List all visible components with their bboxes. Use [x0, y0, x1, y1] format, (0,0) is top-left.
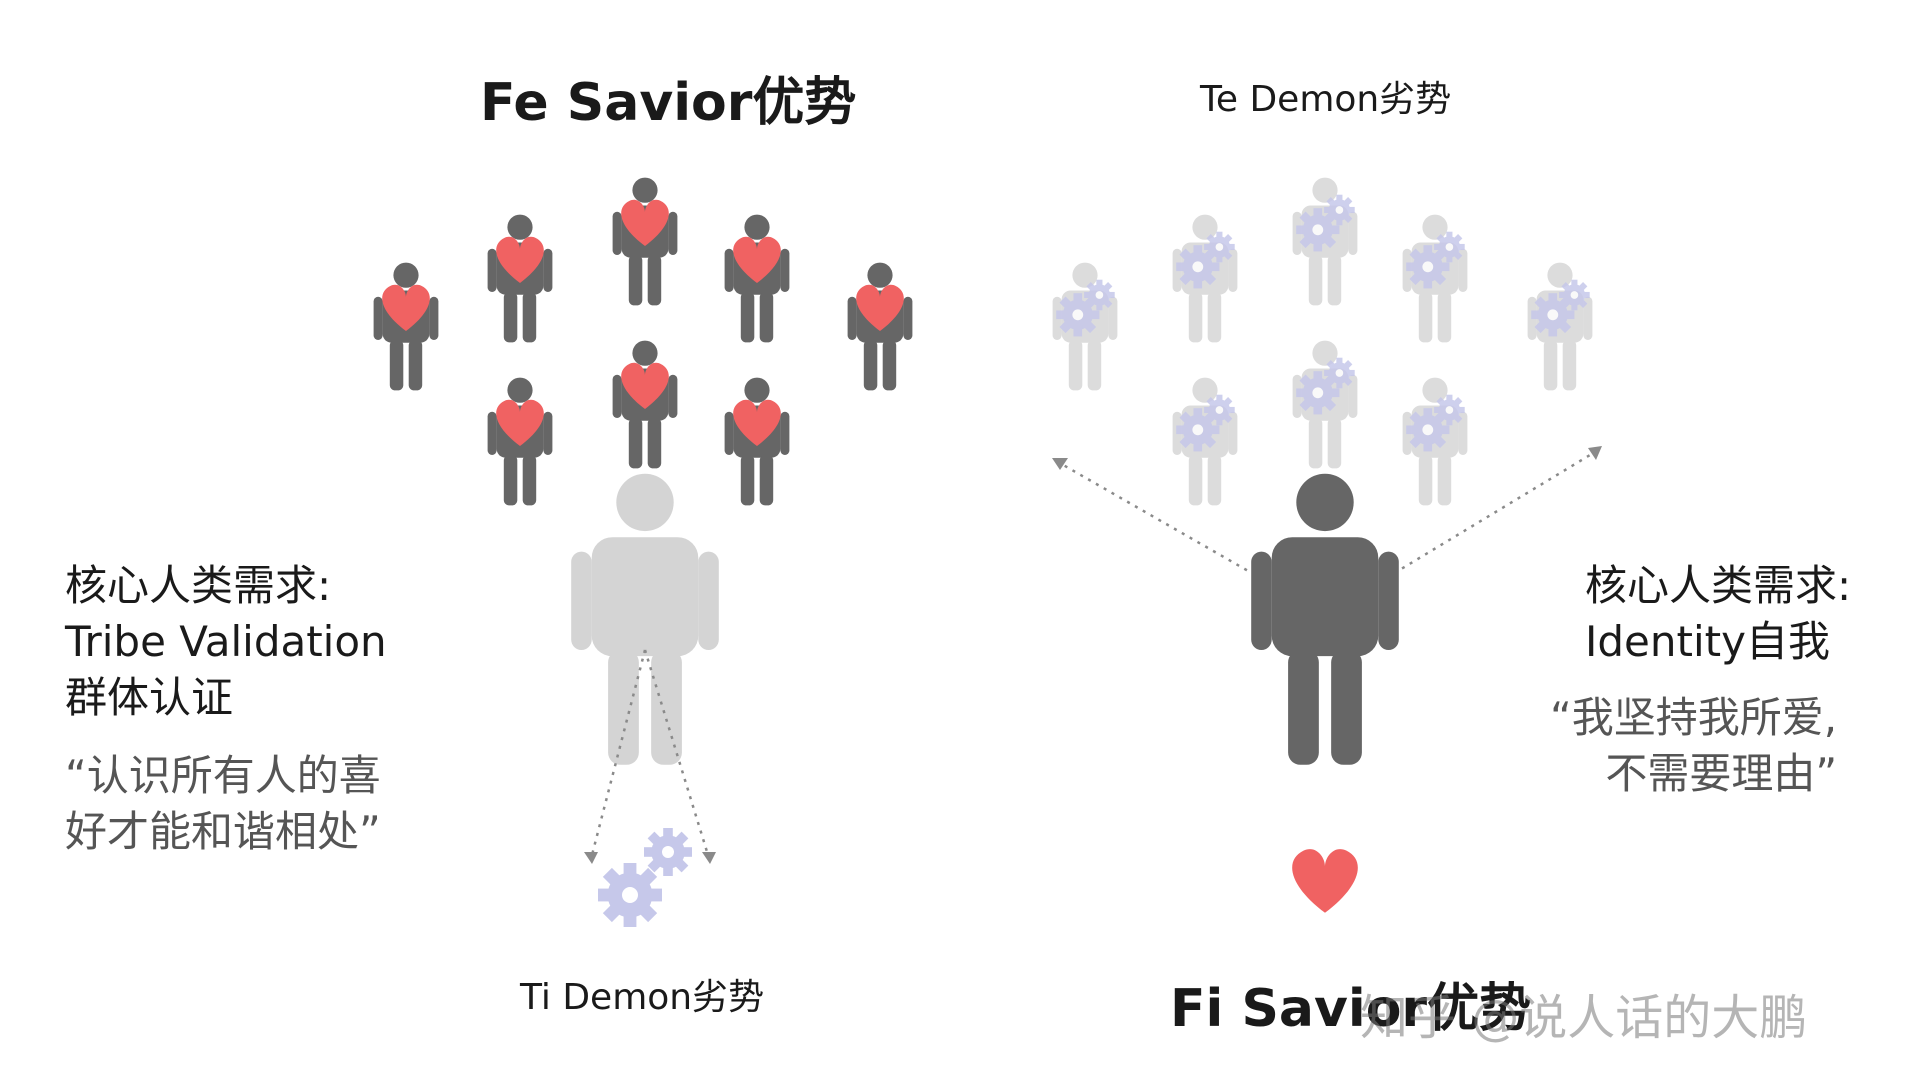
fi-savior-label: Fi Savior优势	[1170, 979, 1532, 1039]
heart-icon	[1292, 849, 1358, 913]
fe-crowd	[373, 177, 913, 506]
crowd-person	[1292, 177, 1358, 306]
crowd-person	[724, 214, 790, 343]
ti-demon-label: Ti Demon劣势	[520, 977, 765, 1018]
arrow-head-icon	[1588, 446, 1602, 460]
crowd-person	[487, 377, 553, 506]
crowd-person	[373, 262, 439, 391]
fi-person-figure	[1251, 473, 1399, 765]
need-english: Tribe Validation	[65, 617, 387, 666]
arrow-head-icon	[584, 852, 598, 864]
crowd-person	[1402, 377, 1468, 506]
te-demon-title: Te Demon劣势	[1200, 79, 1452, 120]
right-need-block: 核心人类需求: Identity自我	[1585, 558, 1851, 670]
arrow-head-icon	[1052, 458, 1068, 470]
left-quote-line-2: 好才能和谐相处”	[65, 807, 381, 856]
crowd-person	[1172, 214, 1238, 343]
crowd-person	[847, 262, 913, 391]
right-quote: “我坚持我所爱, 不需要理由”	[1550, 690, 1837, 802]
crowd-person	[612, 177, 678, 306]
left-quote-line-1: “认识所有人的喜	[65, 751, 381, 800]
need-identity: Identity自我	[1585, 617, 1830, 666]
gear-icon	[598, 828, 692, 927]
need-label: 核心人类需求:	[65, 561, 332, 610]
crowd-person	[724, 377, 790, 506]
watermark: 知乎 @说人话的大鹏	[1360, 990, 1808, 1046]
left-quote: “认识所有人的喜 好才能和谐相处”	[65, 748, 381, 860]
right-quote-line-2: 不需要理由”	[1605, 749, 1838, 798]
crowd-person	[1172, 377, 1238, 506]
crowd-person	[1402, 214, 1468, 343]
crowd-person	[612, 340, 678, 469]
fe-savior-title: Fe Savior优势	[480, 73, 857, 133]
need-chinese: 群体认证	[65, 673, 234, 722]
crowd-person	[487, 214, 553, 343]
right-quote-line-1: “我坚持我所爱,	[1550, 693, 1838, 742]
fi-dotted-arrows	[1057, 450, 1596, 617]
arrow-head-icon	[702, 852, 716, 864]
left-need-block: 核心人类需求: Tribe Validation 群体认证	[65, 558, 387, 726]
crowd-person	[1052, 262, 1118, 391]
ti-person-figure	[571, 473, 719, 765]
crowd-person	[1527, 262, 1593, 391]
need-label: 核心人类需求:	[1585, 561, 1852, 610]
crowd-person	[1292, 340, 1358, 469]
te-crowd	[1052, 177, 1593, 506]
